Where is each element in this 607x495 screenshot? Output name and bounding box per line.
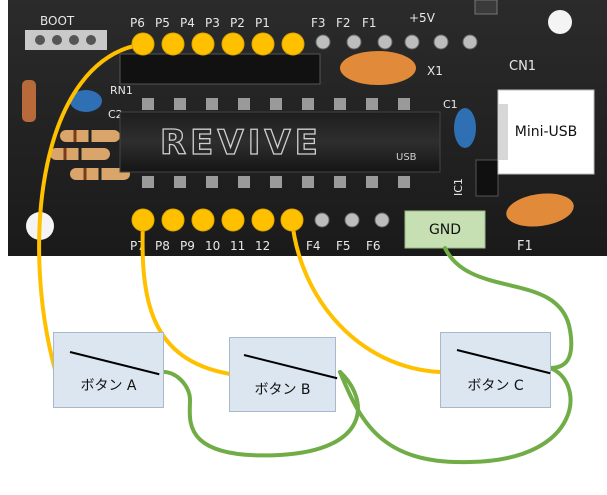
button-a-label: ボタン A bbox=[80, 378, 137, 394]
svg-text:F2: F2 bbox=[336, 16, 351, 30]
svg-text:P6: P6 bbox=[130, 16, 145, 30]
svg-text:P4: P4 bbox=[180, 16, 195, 30]
mini-usb-connector bbox=[497, 89, 595, 175]
reset-switch-edge bbox=[474, 0, 498, 15]
svg-text:F5: F5 bbox=[336, 239, 351, 253]
resistors-left bbox=[50, 130, 130, 180]
top-pin-labels: P6 P5 P4 P3 P2 P1 F3 F2 F1 +5V bbox=[130, 11, 436, 30]
svg-text:P5: P5 bbox=[155, 16, 170, 30]
capacitor-c2 bbox=[70, 90, 102, 112]
button-a: ボタン A bbox=[53, 332, 164, 408]
button-c: ボタン C bbox=[440, 332, 551, 408]
bottom-pads bbox=[314, 212, 390, 228]
button-c-label: ボタン C bbox=[467, 378, 524, 394]
f1-label: F1 bbox=[517, 239, 533, 254]
crystal-x1 bbox=[340, 51, 416, 85]
top-pads bbox=[315, 34, 478, 50]
button-b-label: ボタン B bbox=[254, 382, 311, 398]
svg-text:P9: P9 bbox=[180, 239, 195, 253]
main-chip bbox=[119, 111, 441, 173]
svg-text:F3: F3 bbox=[311, 16, 326, 30]
gnd-label: GND bbox=[428, 221, 462, 238]
c2-label: C2 bbox=[108, 108, 123, 121]
svg-text:P3: P3 bbox=[205, 16, 220, 30]
chip-brand: REVIVE bbox=[160, 123, 322, 163]
capacitor-c1 bbox=[454, 108, 476, 148]
switch-lever-a bbox=[69, 351, 160, 376]
mount-hole-top-right bbox=[548, 10, 572, 34]
button-b: ボタン B bbox=[229, 337, 338, 412]
mini-usb-label: Mini-USB bbox=[514, 124, 578, 140]
svg-text:F6: F6 bbox=[366, 239, 381, 253]
svg-text:P2: P2 bbox=[230, 16, 245, 30]
svg-text:F1: F1 bbox=[362, 16, 377, 30]
c1-label: C1 bbox=[443, 98, 458, 111]
switch-lever-b bbox=[243, 354, 338, 380]
ic1 bbox=[475, 159, 499, 197]
ic1-label: IC1 bbox=[452, 178, 465, 196]
svg-text:12: 12 bbox=[255, 239, 270, 253]
gnd-box bbox=[404, 210, 486, 249]
bottom-pin-dots bbox=[131, 208, 304, 232]
x1-label: X1 bbox=[427, 64, 443, 78]
switch-lever-c bbox=[456, 349, 551, 375]
boot-label: BOOT bbox=[40, 14, 75, 28]
svg-text:+5V: +5V bbox=[409, 11, 436, 25]
ground-wires bbox=[158, 246, 574, 465]
fuse-f1 bbox=[506, 193, 574, 227]
signal-wires bbox=[37, 42, 442, 376]
chip-legs bbox=[142, 98, 410, 188]
cn1-label: CN1 bbox=[509, 59, 536, 74]
chip-subtext: USB bbox=[396, 152, 417, 163]
top-pin-dots bbox=[131, 32, 305, 56]
svg-text:11: 11 bbox=[230, 239, 245, 253]
svg-text:P8: P8 bbox=[155, 239, 170, 253]
svg-text:F4: F4 bbox=[306, 239, 321, 253]
svg-text:P1: P1 bbox=[255, 16, 270, 30]
boot-header bbox=[25, 30, 107, 50]
resistor-rn1 bbox=[22, 80, 36, 122]
bottom-pin-labels: P7 P8 P9 10 11 12 F4 F5 F6 bbox=[130, 239, 381, 253]
pin-socket-strip bbox=[119, 53, 321, 85]
svg-text:10: 10 bbox=[205, 239, 220, 253]
rn1-label: RN1 bbox=[110, 84, 133, 97]
